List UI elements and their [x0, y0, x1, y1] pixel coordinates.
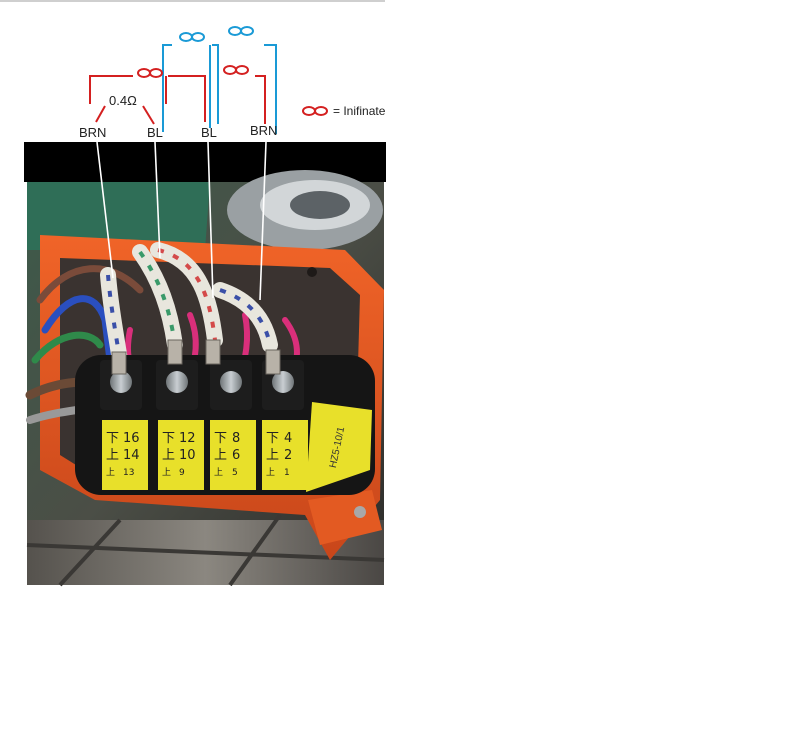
terminal-1-mid-num: 14	[123, 448, 140, 463]
mounting-tab	[308, 490, 382, 545]
screw-icon	[272, 371, 294, 393]
terminal-3-bot-num: 5	[232, 468, 238, 478]
infinity-red-icon	[302, 106, 328, 116]
terminal-1-bot-num: 13	[123, 468, 134, 478]
terminal-4-mid-num: 2	[284, 448, 292, 463]
terminal-photo: HZ5-10/1 下 16 上 14 上 13 下 12 上 10 上 9 下 …	[24, 141, 386, 587]
terminal-column-2	[156, 360, 204, 490]
cable-bundle	[25, 265, 144, 424]
red-bracket-brn-bl-lower	[95, 105, 155, 125]
terminal-3-mid: 上	[214, 448, 227, 463]
terminal-2-top-num: 12	[179, 431, 196, 446]
screw-icon	[166, 371, 188, 393]
blue-bracket-inner	[209, 44, 277, 134]
terminal-4-mid: 上	[266, 448, 279, 463]
wire-label-brn-left: BRN	[79, 125, 106, 140]
terminal-3-top-num: 8	[232, 431, 240, 446]
terminal-label-3	[210, 420, 256, 490]
spade-lugs	[111, 339, 281, 375]
terminal-3-mid-num: 6	[232, 448, 240, 463]
infinity-icon-blue-1	[179, 32, 205, 42]
wire-label-brn-right: BRN	[250, 123, 277, 138]
continuity-diagram: 0.4Ω BRN BL BL BRN = Inifinate	[79, 26, 386, 140]
terminal-4-top: 下	[266, 431, 279, 446]
side-label	[306, 402, 372, 492]
terminal-label-1	[102, 420, 148, 490]
terminal-1-top: 下	[106, 431, 119, 446]
terminal-1-bot: 上	[106, 467, 115, 478]
terminal-2-mid-num: 10	[179, 448, 196, 463]
red-bracket-brn-bl	[89, 75, 167, 104]
screw-icon	[220, 371, 242, 393]
green-panel	[27, 182, 210, 250]
wire-label-bl-right: BL	[201, 125, 217, 140]
terminal-4-bot: 上	[266, 467, 275, 478]
infinity-icon-red-2	[223, 65, 249, 75]
terminal-column-3	[210, 360, 256, 490]
infinity-icon-red-1	[137, 68, 163, 78]
terminal-2-mid: 上	[162, 448, 175, 463]
terminal-2-top: 下	[162, 431, 175, 446]
resistance-label: 0.4Ω	[109, 93, 137, 108]
terminal-label-2	[158, 420, 204, 490]
terminal-3-bot: 上	[214, 467, 223, 478]
terminal-2-bot-num: 9	[179, 468, 185, 478]
top-edge-strip	[0, 0, 385, 2]
terminal-3-top: 下	[214, 431, 227, 446]
blue-bracket-outer	[162, 44, 219, 132]
wire-trace-lines	[96, 141, 267, 301]
terminal-4-bot-num: 1	[284, 468, 290, 478]
screw-icon	[110, 371, 132, 393]
terminal-label-4	[262, 420, 308, 490]
infinity-icon-blue-2	[228, 26, 254, 36]
terminal-column-1	[100, 360, 148, 490]
terminal-1-mid: 上	[106, 448, 119, 463]
terminal-4-top-num: 4	[284, 431, 292, 446]
terminal-block: HZ5-10/1 下 16 上 14 上 13 下 12 上 10 上 9 下 …	[75, 339, 375, 495]
terminal-1-top-num: 16	[123, 431, 140, 446]
legend-text: = Inifinate	[333, 104, 386, 118]
terminal-2-bot: 上	[162, 467, 171, 478]
red-bracket-bl-brn	[168, 75, 266, 124]
wire-label-bl-left: BL	[147, 125, 163, 140]
